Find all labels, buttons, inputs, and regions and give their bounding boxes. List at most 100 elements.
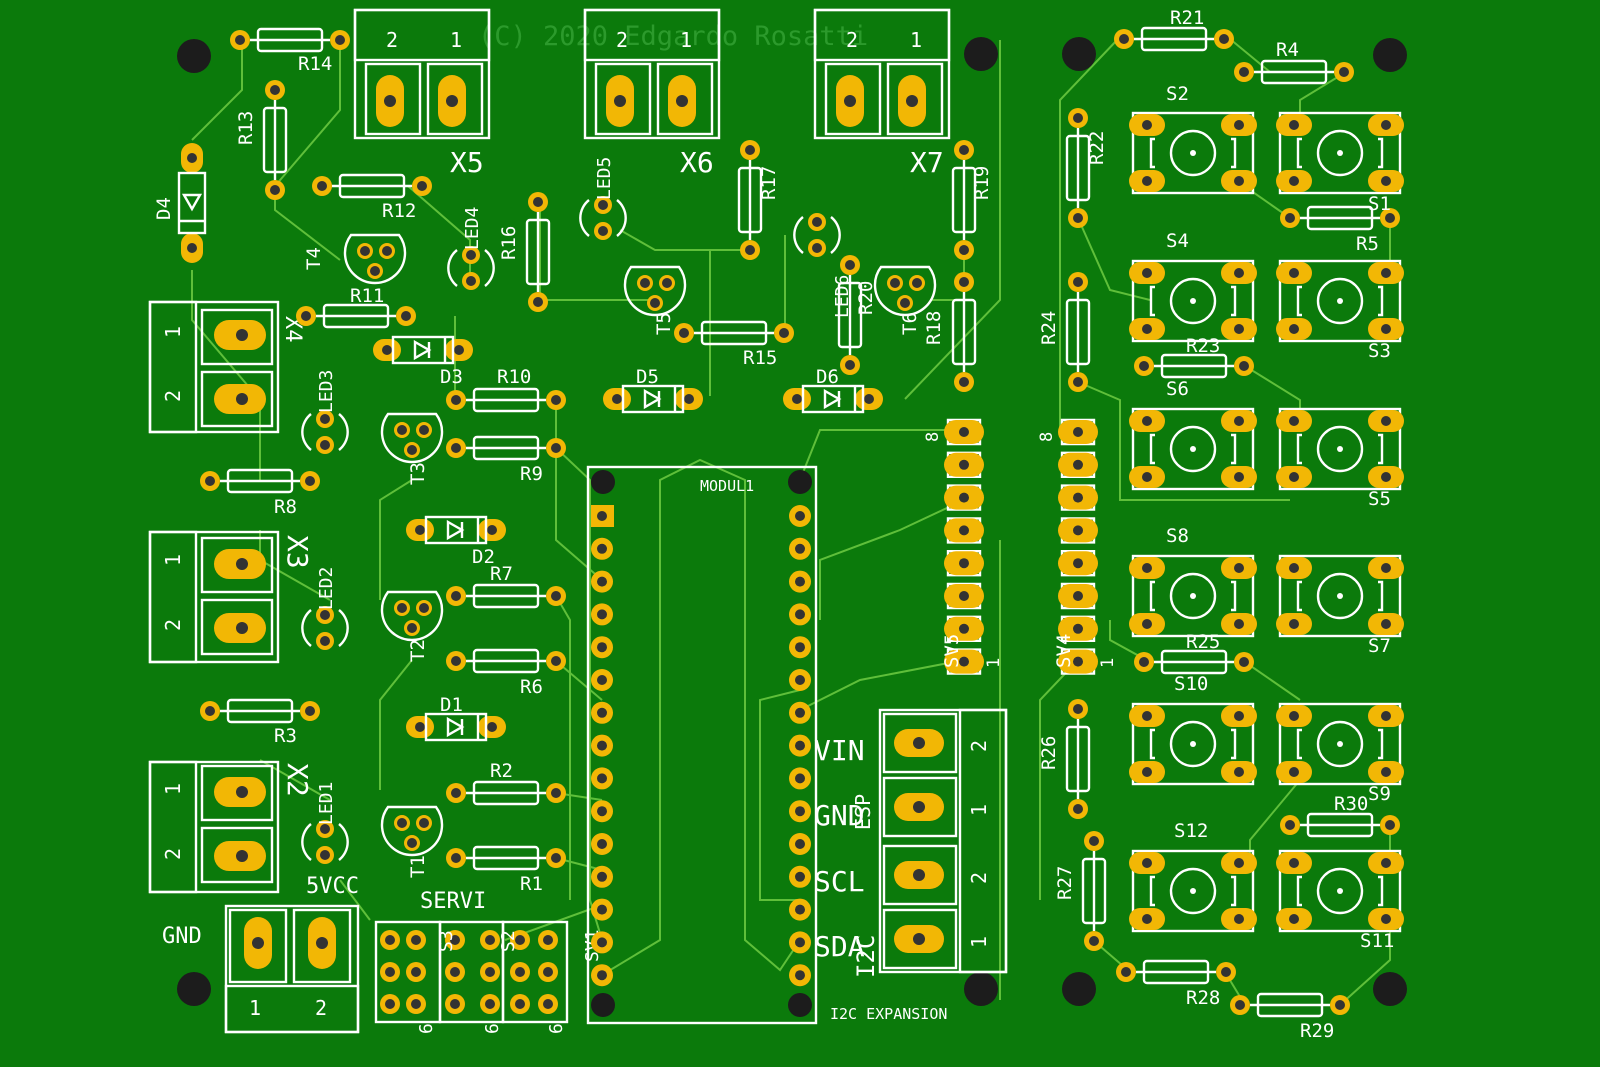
mounting-hole bbox=[1373, 38, 1407, 72]
component-ref: R2 bbox=[490, 760, 513, 782]
resistor-r21: R21 bbox=[1114, 7, 1234, 52]
i2c-label-scl: SCL bbox=[814, 865, 865, 898]
component-ref: S4 bbox=[1166, 230, 1189, 252]
component-ref: S11 bbox=[1360, 930, 1394, 952]
terminal-pin-label: 1 bbox=[910, 28, 922, 52]
servo-headers: SERVI S3 S2 SV1 6 6 6 bbox=[374, 889, 603, 1034]
resistor-r29: R29 bbox=[1230, 992, 1350, 1042]
component-ref: T2 bbox=[407, 639, 429, 662]
resistor-r14: R14 bbox=[230, 27, 350, 75]
resistor-r20: R20 bbox=[837, 255, 877, 375]
led-led3: LED3 bbox=[301, 370, 349, 454]
i2c-pin-label: 2 bbox=[967, 740, 991, 752]
resistor-r12: R12 bbox=[312, 173, 432, 222]
led-led5: LED5 bbox=[579, 157, 627, 240]
diode-d2: D2 bbox=[406, 515, 506, 568]
diode-d6: D6 bbox=[783, 366, 883, 414]
terminal-pin-label: 2 bbox=[161, 619, 185, 631]
component-ref: R12 bbox=[382, 200, 416, 222]
component-ref: D6 bbox=[816, 366, 839, 388]
i2c-title: I2C EXPANSION bbox=[830, 1005, 947, 1023]
component-ref: S3 bbox=[1368, 340, 1391, 362]
servo-pin-number: 6 bbox=[416, 1023, 437, 1034]
component-ref: R28 bbox=[1186, 987, 1220, 1009]
module-modul1: MODUL1 bbox=[586, 465, 818, 1025]
component-ref: R25 bbox=[1186, 631, 1220, 653]
servo-pin-grid bbox=[374, 920, 569, 1024]
resistor-r24: R24 bbox=[1038, 272, 1091, 392]
component-ref: T4 bbox=[303, 247, 325, 270]
terminal-pin-label: 2 bbox=[161, 390, 185, 402]
transistor-t3: T3 bbox=[380, 412, 444, 485]
switch-s2: S2 bbox=[1129, 83, 1257, 195]
switch-s8: S8 bbox=[1129, 525, 1257, 638]
component-ref: R20 bbox=[855, 281, 877, 315]
resistor-r8: R8 bbox=[200, 468, 320, 518]
resistor-r23: R23 bbox=[1134, 335, 1254, 379]
mounting-hole bbox=[1062, 37, 1096, 71]
terminal-pin-label: 1 bbox=[161, 783, 185, 795]
terminal-x3: 1 2 X3 bbox=[148, 530, 314, 664]
terminal-pin-label: 2 bbox=[616, 28, 628, 52]
board-substrate bbox=[0, 0, 1568, 1046]
switch-s3: S3 bbox=[1276, 259, 1404, 362]
resistor-r11: R11 bbox=[296, 285, 416, 329]
component-ref: S9 bbox=[1368, 783, 1391, 805]
terminal-ref: X7 bbox=[910, 146, 944, 179]
terminal-ref: X5 bbox=[450, 146, 484, 179]
component-ref: D2 bbox=[472, 546, 495, 568]
resistor-r26: R26 bbox=[1038, 699, 1091, 819]
component-ref: R23 bbox=[1186, 335, 1220, 357]
mounting-hole bbox=[1373, 972, 1407, 1006]
switch-s1: S1 bbox=[1276, 111, 1404, 215]
resistor-r27: R27 bbox=[1054, 831, 1107, 951]
diode-d1: D1 bbox=[406, 694, 506, 742]
led-led4: LED4 bbox=[447, 207, 495, 290]
resistors-layer: R14R13R12R11R10R9R8R7R6R3R2R1R16R17R15R1… bbox=[200, 7, 1400, 1042]
resistor-r28: R28 bbox=[1116, 959, 1236, 1009]
header-sv4 bbox=[1058, 418, 1098, 675]
servo-pin-number: 6 bbox=[482, 1023, 503, 1034]
terminal-x6: 2 1 X6 bbox=[583, 8, 721, 179]
component-ref: R21 bbox=[1170, 7, 1204, 29]
led-led2: LED2 bbox=[301, 567, 349, 650]
component-ref: S5 bbox=[1368, 488, 1391, 510]
module-pin-rows bbox=[591, 505, 811, 987]
component-ref: R13 bbox=[235, 111, 257, 145]
resistor-r2: R2 bbox=[446, 760, 566, 806]
i2c-ref: I2C bbox=[852, 935, 880, 978]
resistor-r16: R16 bbox=[498, 192, 551, 312]
switch-s4: S4 bbox=[1129, 230, 1257, 343]
header-ref: SV4 bbox=[1053, 634, 1075, 668]
resistor-r19: R19 bbox=[951, 140, 993, 260]
component-ref: D5 bbox=[636, 366, 659, 388]
header-pin-8: 8 bbox=[1037, 432, 1057, 442]
power-gnd-label: GND bbox=[162, 924, 202, 949]
terminal-x2: 1 2 X2 bbox=[148, 760, 314, 894]
terminal-pin-label: 2 bbox=[846, 28, 858, 52]
header-sv5 bbox=[944, 418, 984, 675]
i2c-pin-label: 2 bbox=[967, 872, 991, 884]
mounting-hole bbox=[964, 972, 998, 1006]
terminal-pin-label: 1 bbox=[161, 554, 185, 566]
terminal-pin-label: 1 bbox=[161, 326, 185, 338]
terminal-x5: 2 1 X5 bbox=[353, 8, 491, 179]
header-ref: SV5 bbox=[941, 634, 963, 668]
diode-d3: D3 bbox=[373, 335, 473, 388]
resistor-r17: R17 bbox=[737, 140, 780, 260]
resistor-r15: R15 bbox=[674, 320, 794, 369]
component-ref: D4 bbox=[153, 197, 175, 220]
component-ref: LED1 bbox=[316, 782, 337, 825]
component-ref: LED6 bbox=[832, 275, 853, 318]
switch-s12: S12 bbox=[1129, 820, 1257, 933]
resistor-r7: R7 bbox=[446, 563, 566, 609]
terminal-pin-label: 1 bbox=[450, 28, 462, 52]
terminal-ref: X2 bbox=[281, 763, 314, 797]
component-ref: R17 bbox=[758, 166, 780, 200]
header-pin-8: 8 bbox=[923, 432, 943, 442]
header-pin-1: 1 bbox=[984, 658, 1004, 668]
component-ref: S1 bbox=[1368, 193, 1391, 215]
component-ref: R15 bbox=[743, 347, 777, 369]
component-ref: R5 bbox=[1356, 233, 1379, 255]
